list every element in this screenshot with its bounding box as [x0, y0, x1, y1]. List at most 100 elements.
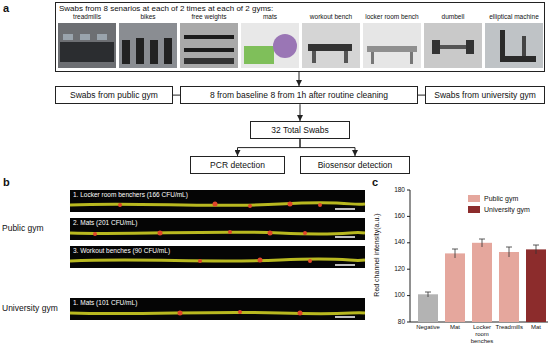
legend-swatch: [468, 206, 480, 213]
illustration-shape: [244, 46, 274, 64]
illustration-shape: [184, 35, 234, 39]
connector: [173, 95, 180, 96]
illustration-shape: [93, 232, 97, 236]
illustration-shape: [407, 190, 410, 191]
process-box: Swabs from university gym: [425, 86, 545, 104]
process-box: 8 from baseline 8 from 1h after routine …: [180, 86, 418, 104]
node-text: Biosensor detection: [305, 160, 405, 170]
photo-caption: treadmills: [58, 13, 116, 20]
node-text: 8 from baseline 8 from 1h after routine …: [185, 90, 413, 100]
photo-caption: workout bench: [302, 13, 360, 20]
photo-workout-bench: [302, 23, 360, 68]
process-box: Swabs from public gym: [55, 86, 173, 104]
tick-label: 80: [384, 318, 405, 325]
connector: [300, 104, 301, 121]
photo-treadmills: [58, 23, 116, 68]
microscopy-strip: [70, 298, 365, 320]
illustration-shape: [407, 216, 410, 217]
legend-text: Public gym: [484, 195, 518, 202]
illustration-shape: [410, 52, 413, 64]
strip-label: 1. Locker room benchers (166 CFU/mL): [73, 191, 273, 198]
bar-chart: [407, 190, 548, 322]
illustration-shape: [363, 23, 421, 68]
illustration-shape: [308, 259, 312, 263]
illustration-shape: [500, 56, 536, 62]
chart-legend: Public gymUniversity gym: [468, 193, 530, 215]
illustration-shape: [158, 231, 163, 236]
illustration-shape: [302, 23, 360, 68]
illustration-shape: [119, 23, 177, 68]
photo-caption: free weights: [180, 13, 238, 20]
connector: [299, 72, 300, 86]
photo-dumbell: [424, 23, 482, 68]
illustration-shape: [312, 51, 316, 63]
illustration-shape: [70, 218, 365, 240]
illustration-shape: [407, 322, 410, 323]
illustration-shape: [258, 258, 263, 263]
node-text: PCR detection: [195, 160, 280, 170]
category-label: Treadmills: [496, 324, 523, 331]
illustration-shape: [407, 242, 410, 243]
illustration-shape: [80, 34, 90, 40]
illustration-shape: [367, 46, 417, 52]
illustration-shape: [335, 208, 355, 210]
illustration-shape: [118, 203, 122, 207]
illustration-shape: [184, 48, 234, 52]
illustration-shape: [60, 42, 114, 62]
illustration-shape: [466, 40, 474, 54]
photo-locker-room-bench: [363, 23, 421, 68]
illustration-shape: [241, 23, 299, 68]
legend-entry: University gym: [468, 204, 530, 215]
strip-label: 1. Mats (101 CFU/mL): [73, 299, 273, 306]
illustration-shape: [97, 34, 107, 40]
node-text: Swabs from 8 senarios at each of 2 times…: [59, 4, 541, 14]
illustration-shape: [122, 40, 130, 64]
illustration-shape: [522, 36, 526, 56]
photo-caption: bikes: [119, 13, 177, 20]
photo-bikes: [119, 23, 177, 68]
photo-caption: dumbell: [424, 13, 482, 20]
illustration-shape: [472, 243, 492, 322]
tick-label: 120: [384, 265, 405, 272]
illustration-shape: [228, 230, 232, 234]
illustration-shape: [344, 51, 348, 63]
illustration-shape: [178, 311, 183, 316]
photo-caption: elliptical machine: [485, 13, 543, 20]
category-label: Mat: [523, 324, 550, 331]
node-text: 32 Total Swabs: [255, 125, 345, 135]
illustration-shape: [440, 45, 466, 49]
group-label: Public gym: [2, 224, 68, 234]
illustration-shape: [248, 204, 252, 208]
category-label: Negative: [415, 324, 442, 331]
illustration-shape: [70, 259, 365, 261]
tick-label: 140: [384, 238, 405, 245]
photo-mats: [241, 23, 299, 68]
illustration-shape: [308, 44, 352, 51]
illustration-shape: [526, 249, 546, 322]
legend-entry: Public gym: [468, 193, 530, 204]
illustration-shape: [407, 269, 410, 270]
axis-title: Red channel intensity(a.u.): [373, 185, 381, 325]
group-label: University gym: [2, 304, 68, 314]
panel-letter: a: [3, 2, 17, 15]
illustration-shape: [213, 202, 218, 207]
connector: [418, 95, 425, 96]
illustration-shape: [445, 253, 465, 322]
tick-label: 180: [384, 186, 405, 193]
process-box: 32 Total Swabs: [250, 121, 350, 139]
photo-free-weights: [180, 23, 238, 68]
illustration-shape: [425, 239, 539, 297]
panel-letter: c: [372, 176, 386, 189]
illustration-shape: [70, 246, 365, 268]
legend-swatch: [468, 195, 480, 202]
illustration-shape: [164, 38, 172, 64]
illustration-shape: [268, 231, 273, 236]
illustration-shape: [70, 312, 365, 313]
illustration-shape: [371, 52, 374, 64]
illustration-shape: [238, 310, 242, 314]
illustration-shape: [70, 298, 365, 320]
illustration-shape: [407, 295, 410, 296]
strip-label: 2. Mats (201 CFU/mL): [73, 219, 273, 226]
category-label: Locker room benches: [469, 324, 496, 345]
